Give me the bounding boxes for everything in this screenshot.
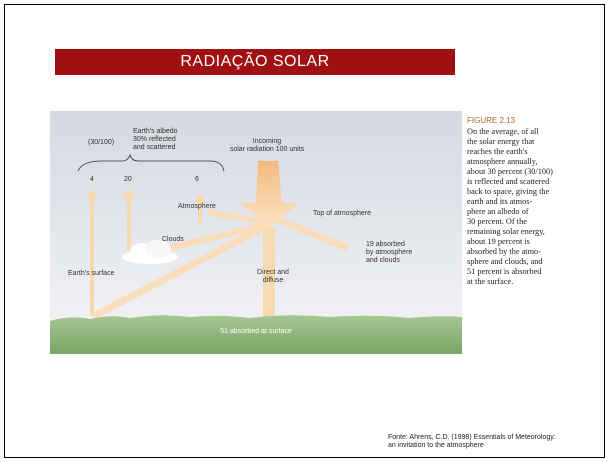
direct-label-2: diffuse	[263, 277, 284, 284]
caption-line: about 19 percent is	[467, 237, 530, 246]
top-of-atmosphere-label: Top of atmosphere	[313, 210, 371, 217]
figure-caption: FIGURE 2.13 On the average, of all the s…	[467, 116, 577, 287]
albedo-label-2: 30% reflected	[133, 136, 176, 143]
absorbed-atm-label-1: 19 absorbed	[366, 241, 405, 248]
caption-line: reaches the earth's	[467, 147, 528, 156]
incoming-label-1: Incoming	[253, 138, 282, 145]
solar-radiation-figure: (30/100) Earth's albedo 30% reflected an…	[50, 111, 462, 354]
caption-figure-title: FIGURE 2.13	[467, 116, 516, 125]
absorbed-atm-label-3: and clouds	[366, 257, 400, 264]
incoming-arrow	[240, 161, 298, 229]
value-6-label: 6	[195, 176, 199, 183]
value-4-label: 4	[90, 176, 94, 183]
radiation-diagram: (30/100) Earth's albedo 30% reflected an…	[50, 111, 462, 354]
caption-line: 51 percent is absorbed	[467, 267, 542, 276]
atmosphere-reflect-arrow	[194, 193, 206, 223]
caption-line: the solar energy that	[467, 137, 535, 146]
atmosphere-label: Atmosphere	[178, 203, 216, 210]
cloud-reflect-arrow	[123, 188, 135, 251]
source-line-2: an invitation to the atmosphere	[388, 442, 484, 449]
beam-to-clouds	[168, 221, 271, 251]
caption-line: 30 percent. Of the	[467, 217, 527, 226]
slide-title: RADIAÇÃO SOLAR	[55, 49, 455, 75]
beam-absorbed-atm	[272, 215, 350, 251]
caption-line: is reflected and scattered	[467, 177, 550, 186]
caption-line: earth and its atmos-	[467, 197, 533, 206]
caption-line: absorbed by the atmo-	[467, 247, 541, 256]
beam-to-surface	[90, 221, 272, 319]
fraction-label: (30/100)	[88, 139, 114, 146]
beam-to-atmosphere	[208, 209, 266, 225]
caption-line: remaining solar energy,	[467, 227, 545, 236]
earth-surface-label: Earth's surface	[68, 270, 115, 277]
caption-line: phere an albedo of	[467, 207, 529, 216]
albedo-bracket	[77, 153, 225, 172]
albedo-label-3: and scattered	[133, 144, 176, 151]
direct-label-1: Direct and	[257, 269, 289, 276]
source-citation: Fonte: Ahrens, C.D. (1998) Essentials of…	[388, 434, 556, 450]
incoming-label-2: solar radiation 100 units	[230, 146, 305, 153]
absorbed-atm-label-2: by atmosphere	[366, 249, 412, 256]
caption-line: atmosphere annually,	[467, 157, 538, 166]
caption-line: about 30 percent (30/100)	[467, 167, 553, 176]
albedo-label-1: Earth's albedo	[133, 128, 178, 135]
clouds-label: Clouds	[162, 236, 184, 243]
caption-line: at the surface.	[467, 277, 514, 286]
caption-line: back to space, giving the	[467, 187, 550, 196]
caption-line: On the average, of all	[467, 127, 539, 136]
ground-surface	[50, 315, 462, 354]
cloud-shape	[122, 240, 178, 264]
absorbed-surface-label: 51 absorbed at surface	[220, 328, 292, 335]
direct-diffuse-arrow	[257, 229, 281, 337]
caption-line: sphere and clouds, and	[467, 257, 543, 266]
source-line-1: Fonte: Ahrens, C.D. (1998) Essentials of…	[388, 434, 556, 441]
value-20-label: 20	[124, 176, 132, 183]
surface-reflect-arrow	[86, 188, 98, 316]
